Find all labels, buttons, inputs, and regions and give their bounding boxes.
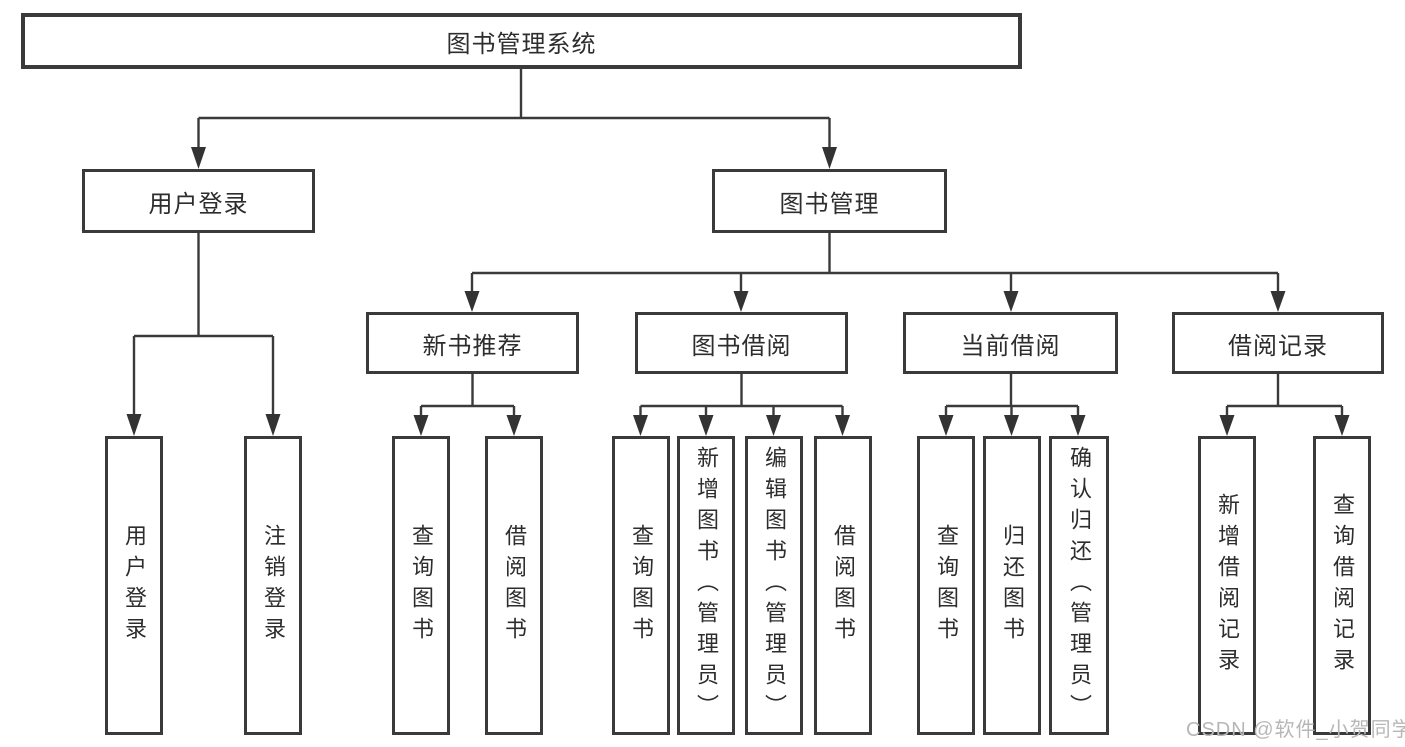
node-book-management-label: 图书管理 xyxy=(779,190,880,218)
leaf-add-borrow-record: 新增借阅记录 xyxy=(1198,436,1256,735)
node-current-borrowing-label: 当前借阅 xyxy=(960,332,1061,360)
watermark: CSDN @软件_小贺同学 xyxy=(1186,719,1405,741)
leaf-borrow-books-2-label: 借阅图书 xyxy=(831,523,856,648)
leaf-edit-books-admin: 编辑图书（管理员） xyxy=(745,436,803,735)
connector-user-login-children xyxy=(126,233,281,436)
leaf-add-borrow-record-label: 新增借阅记录 xyxy=(1215,492,1240,679)
leaf-edit-books-admin-label: 编辑图书（管理员） xyxy=(762,446,787,725)
leaf-user-login: 用户登录 xyxy=(105,436,163,735)
node-book-borrowing: 图书借阅 xyxy=(635,312,848,374)
leaf-add-books-admin-label: 新增图书（管理员） xyxy=(694,446,719,725)
node-new-book-recommend-label: 新书推荐 xyxy=(422,332,523,360)
node-user-login: 用户登录 xyxy=(82,169,315,233)
connector-book-borrow-children xyxy=(633,374,850,436)
leaf-logout-label: 注销登录 xyxy=(261,523,286,648)
node-borrowing-records-label: 借阅记录 xyxy=(1228,332,1328,360)
connector-new-books-children xyxy=(413,374,522,436)
leaf-query-books-3: 查询图书 xyxy=(917,436,975,735)
leaf-return-books: 归还图书 xyxy=(983,436,1041,735)
leaf-query-books-2-label: 查询图书 xyxy=(629,523,654,648)
node-borrowing-records: 借阅记录 xyxy=(1172,312,1384,374)
connector-book-mgmt-children xyxy=(464,233,1286,312)
node-book-borrowing-label: 图书借阅 xyxy=(691,332,792,360)
node-library-system-label: 图书管理系统 xyxy=(446,30,597,58)
connector-root-to-level1 xyxy=(191,69,837,169)
leaf-query-books-2: 查询图书 xyxy=(612,436,670,735)
connector-borrow-records-children xyxy=(1219,374,1350,436)
leaf-query-books-1-label: 查询图书 xyxy=(409,523,434,648)
node-book-management: 图书管理 xyxy=(712,169,947,233)
leaf-query-books-1: 查询图书 xyxy=(392,436,450,735)
leaf-borrow-books-2: 借阅图书 xyxy=(814,436,872,735)
node-current-borrowing: 当前借阅 xyxy=(903,312,1118,374)
leaf-borrow-books-1-label: 借阅图书 xyxy=(502,523,527,648)
leaf-return-books-label: 归还图书 xyxy=(1000,523,1025,648)
node-new-book-recommend: 新书推荐 xyxy=(366,312,579,374)
leaf-confirm-return-admin-label: 确认归还（管理员） xyxy=(1067,446,1092,725)
leaf-confirm-return-admin: 确认归还（管理员） xyxy=(1049,436,1109,735)
leaf-logout: 注销登录 xyxy=(244,436,302,735)
leaf-user-login-label: 用户登录 xyxy=(122,523,147,648)
node-user-login-label: 用户登录 xyxy=(148,190,249,218)
leaf-borrow-books-1: 借阅图书 xyxy=(485,436,543,735)
leaf-query-borrow-record-label: 查询借阅记录 xyxy=(1330,492,1355,679)
leaf-query-books-3-label: 查询图书 xyxy=(934,523,959,648)
node-library-system: 图书管理系统 xyxy=(21,13,1022,69)
connector-current-borrow-children xyxy=(938,374,1086,436)
leaf-add-books-admin: 新增图书（管理员） xyxy=(677,436,735,735)
leaf-query-borrow-record: 查询借阅记录 xyxy=(1313,436,1371,735)
